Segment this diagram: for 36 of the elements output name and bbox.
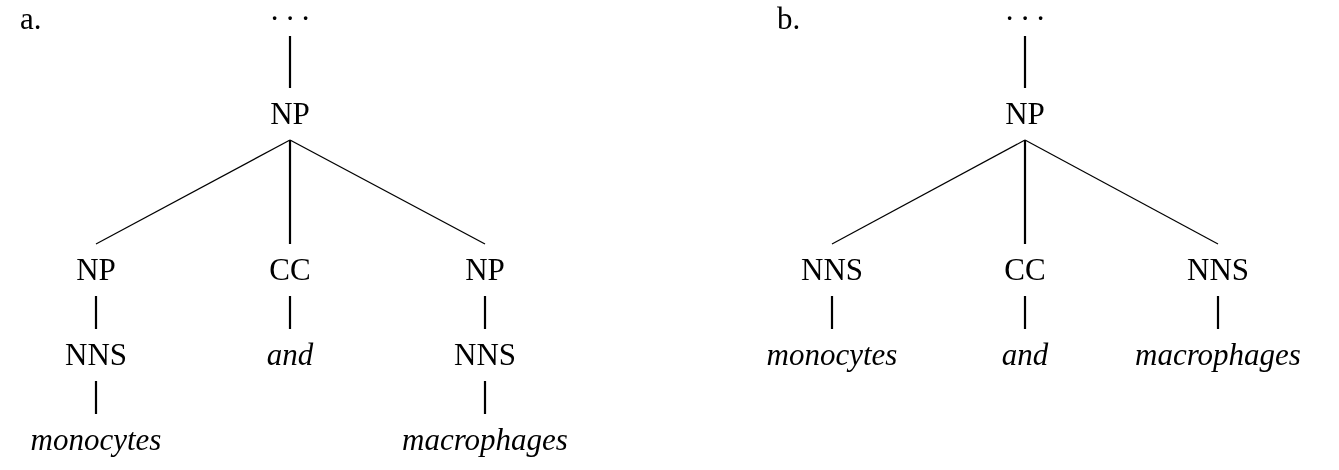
tree-node-label: NNS	[65, 338, 127, 372]
tree-branch	[288, 296, 292, 329]
tree-node-label: . . .	[1005, 0, 1045, 27]
tree-branch	[831, 139, 1026, 245]
tree-branch	[288, 140, 292, 244]
tree-node-label: NP	[465, 253, 505, 287]
word-label: and	[266, 338, 314, 372]
tree-node-label: . . .	[270, 0, 310, 27]
word-label: monocytes	[766, 338, 898, 372]
word-label: macrophages	[1135, 338, 1301, 372]
tree-branch	[1023, 296, 1027, 329]
tree-branch	[483, 296, 487, 329]
tree-branch	[95, 139, 291, 245]
tree-branch	[1216, 296, 1220, 329]
tree-node-label: NNS	[454, 338, 516, 372]
word-label: and	[1001, 338, 1049, 372]
tree-node-label: NP	[76, 253, 116, 287]
tree-node-label: CC	[269, 253, 311, 287]
word-label: macrophages	[402, 423, 568, 457]
tree-branch	[289, 139, 486, 245]
tree-branch	[483, 381, 487, 414]
tree-branch	[288, 36, 292, 88]
tree-branch	[1023, 36, 1027, 88]
tree-branch	[94, 381, 98, 414]
panel-label: a.	[20, 2, 42, 36]
tree-branch	[830, 296, 834, 329]
tree-branch	[94, 296, 98, 329]
tree-node-label: NNS	[801, 253, 863, 287]
tree-node-label: NNS	[1187, 253, 1249, 287]
tree-branch	[1023, 140, 1027, 244]
tree-branch	[1024, 139, 1219, 245]
tree-node-label: NP	[270, 97, 310, 131]
tree-node-label: NP	[1005, 97, 1045, 131]
panel-label: b.	[777, 2, 801, 36]
word-label: monocytes	[30, 423, 162, 457]
tree-node-label: CC	[1004, 253, 1046, 287]
